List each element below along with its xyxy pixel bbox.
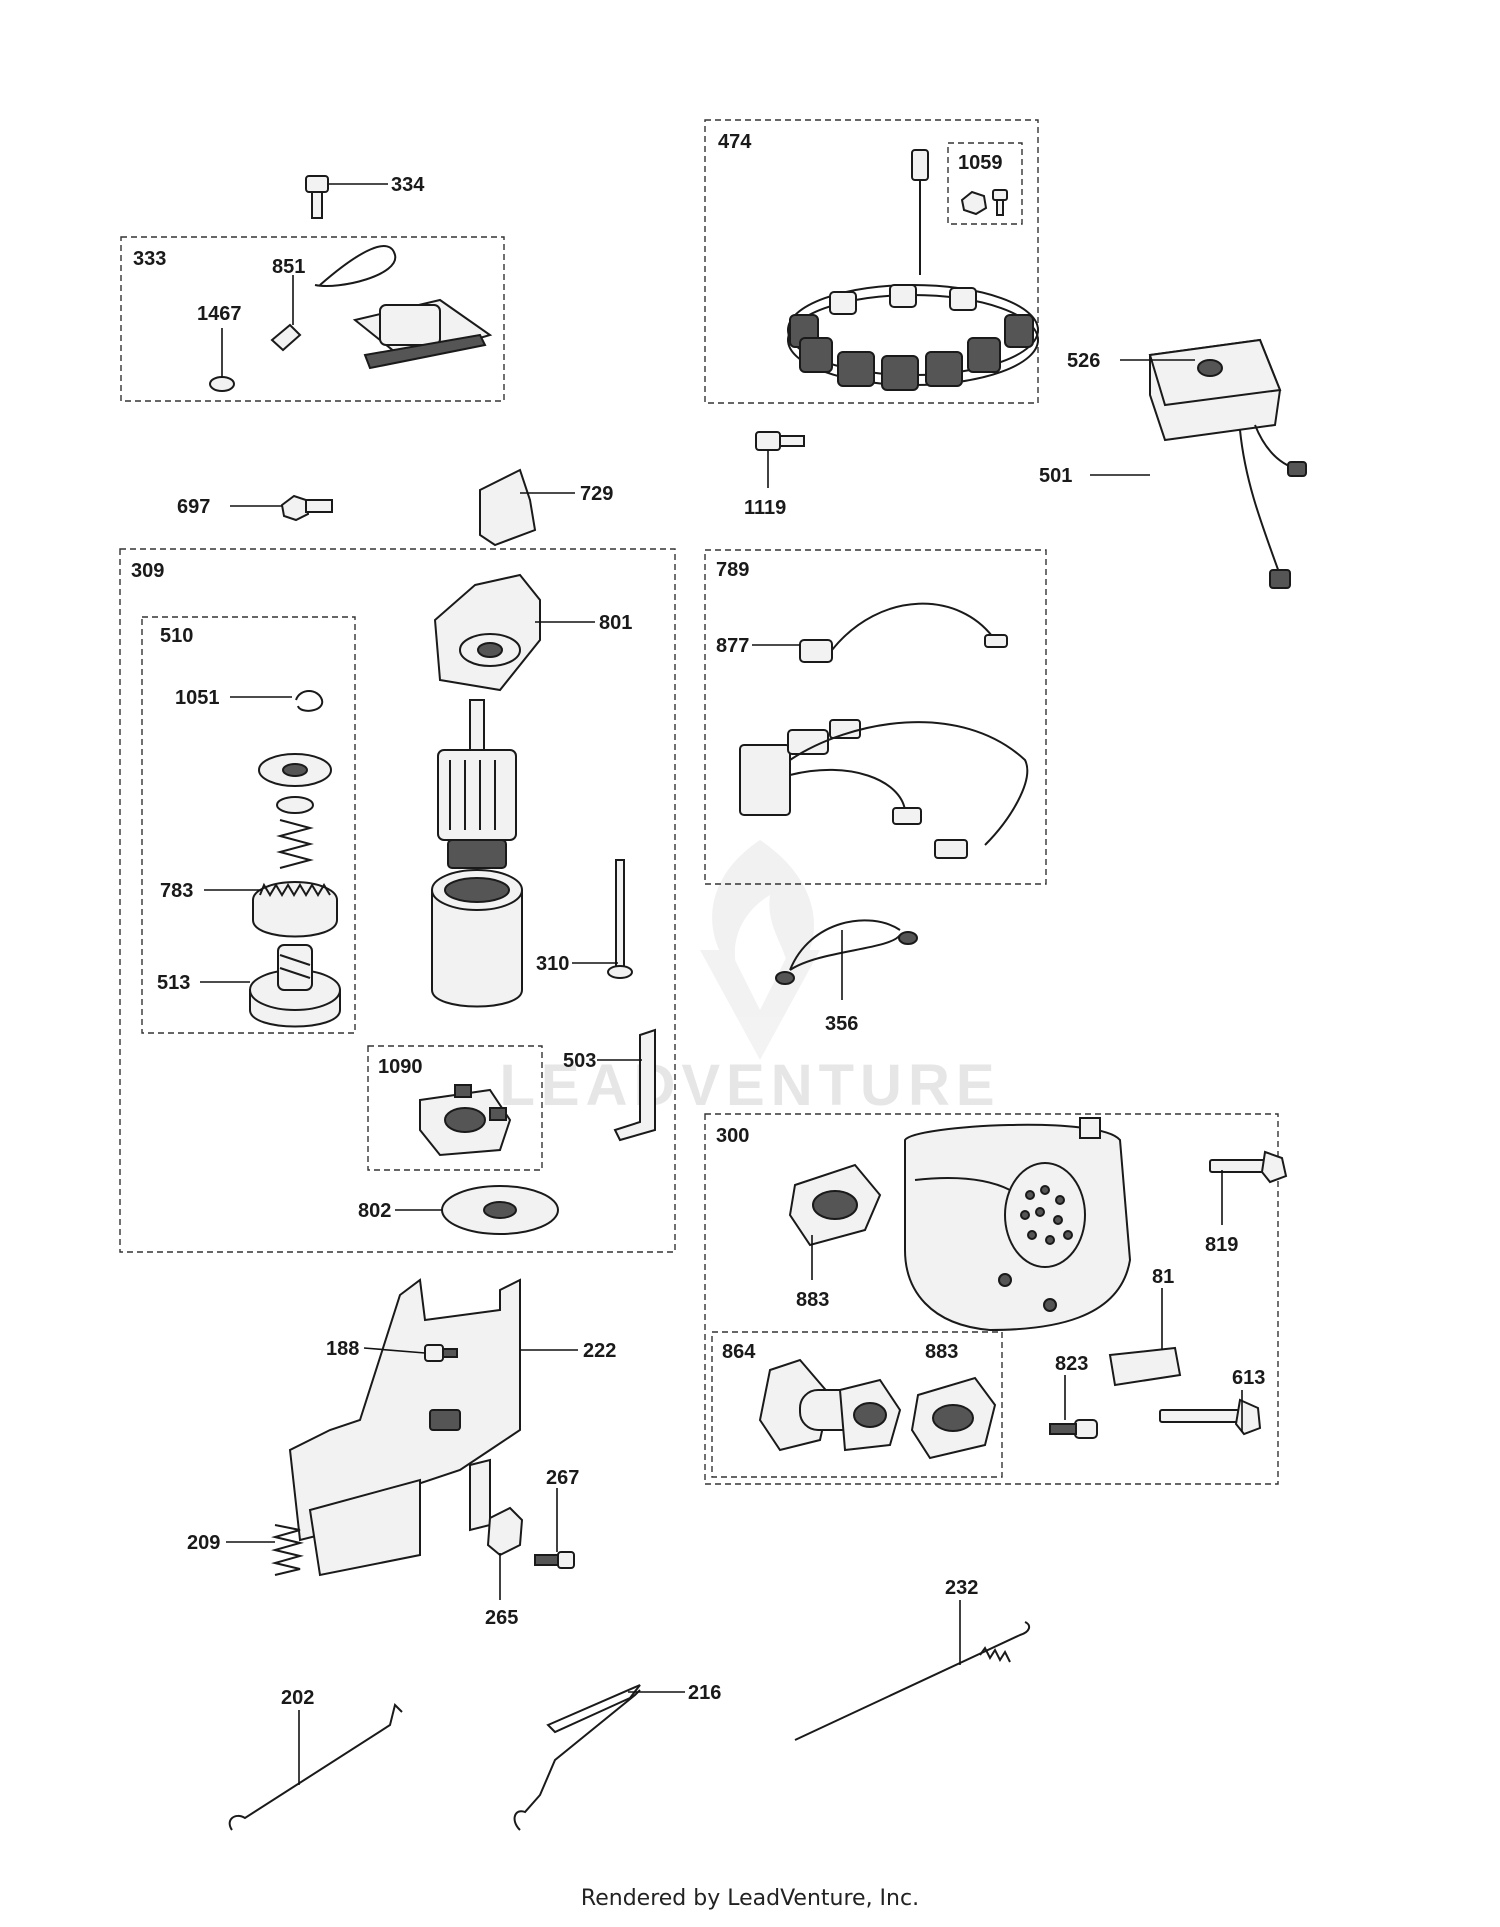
plate-802-icon: [441, 1185, 559, 1235]
part-label-216: 216: [688, 1682, 721, 1704]
watermark-text: LEADVENTURE: [499, 1053, 1000, 1118]
group-label-474: 474: [718, 131, 752, 153]
brush-holder-1090-icon: [419, 1084, 512, 1157]
group-label-309: 309: [131, 560, 164, 582]
group-box-1090: [367, 1045, 543, 1171]
part-label-81: 81: [1152, 1266, 1174, 1288]
part-label-883-upper: 883: [796, 1289, 829, 1311]
governor-link-232-icon: [794, 1621, 1031, 1741]
part-label-513: 513: [157, 972, 190, 994]
bolt-334-icon: [305, 175, 329, 219]
part-label-1467: 1467: [197, 303, 242, 325]
part-label-310: 310: [536, 953, 569, 975]
muffler-300-icon: [904, 1117, 1132, 1332]
part-label-783: 783: [160, 880, 193, 902]
pinion-gear-783-icon: [252, 881, 338, 938]
spring-icon: [276, 819, 314, 869]
retaining-ring-1051-icon: [295, 690, 324, 712]
rod-216-icon: [513, 1684, 641, 1831]
part-label-802: 802: [358, 1200, 391, 1222]
part-label-202: 202: [281, 1687, 314, 1709]
part-label-877: 877: [716, 635, 749, 657]
clip-851-icon: [270, 323, 302, 352]
screw-823-icon: [1049, 1419, 1098, 1439]
part-label-851: 851: [272, 256, 305, 278]
drive-assembly-513-icon: [249, 944, 341, 1028]
washer-icon: [276, 796, 314, 814]
group-label-1090: 1090: [378, 1056, 423, 1078]
stop-collar-icon: [258, 753, 332, 787]
ground-wire-356-icon: [775, 919, 918, 985]
ignition-coil-333-icon: [314, 245, 493, 370]
part-label-188: 188: [326, 1338, 359, 1360]
wire-harness-789-icon: [739, 602, 1029, 859]
spring-209-icon: [271, 1524, 304, 1576]
group-label-333: 333: [133, 248, 166, 270]
rod-202-icon: [228, 1703, 403, 1831]
bolt-819-icon: [1209, 1150, 1288, 1184]
part-label-1119: 1119: [744, 497, 786, 519]
part-label-823: 823: [1055, 1353, 1088, 1375]
group-label-789: 789: [716, 559, 749, 581]
part-label-883-lower: 883: [925, 1341, 958, 1363]
part-label-267: 267: [546, 1467, 579, 1489]
end-plate-801-icon: [433, 573, 541, 692]
control-bracket-222-icon: [288, 1278, 521, 1577]
bolt-697-icon: [280, 494, 333, 522]
armature-icon: [437, 699, 517, 869]
part-label-501: 501: [1039, 465, 1072, 487]
group-label-1059: 1059: [958, 152, 1003, 174]
leader-188: [363, 1347, 426, 1354]
block-265-icon: [486, 1506, 524, 1557]
washer-1467-icon: [209, 376, 235, 392]
gasket-883-upper-icon: [788, 1163, 882, 1247]
screw-267-icon: [534, 1551, 575, 1569]
part-label-1051: 1051: [175, 687, 220, 709]
group-box-474: [704, 119, 1039, 404]
pin-613-icon: [1159, 1398, 1262, 1436]
part-label-356: 356: [825, 1013, 858, 1035]
part-label-526: 526: [1067, 350, 1100, 372]
gasket-883-lower-icon: [910, 1376, 997, 1460]
bolt-1119-icon: [755, 431, 805, 451]
part-label-697: 697: [177, 496, 210, 518]
group-label-864: 864: [722, 1341, 756, 1363]
bracket-503-icon: [613, 1028, 656, 1142]
footer-credit: Rendered by LeadVenture, Inc.: [581, 1886, 919, 1911]
bracket-729-icon: [479, 468, 537, 547]
starter-housing-icon: [431, 869, 523, 1008]
heat-shield-81-icon: [1108, 1346, 1182, 1387]
group-box-510: [141, 616, 356, 1034]
alternator-stator-474-icon: [787, 149, 1039, 391]
group-box-309: [119, 548, 676, 1253]
through-bolt-310-icon: [607, 859, 633, 979]
group-box-300: [704, 1113, 1279, 1485]
part-label-729: 729: [580, 483, 613, 505]
exhaust-pipe-864-icon: [758, 1358, 902, 1452]
part-label-801: 801: [599, 612, 632, 634]
part-label-334: 334: [391, 174, 425, 196]
group-box-864: [711, 1331, 1003, 1478]
part-label-819: 819: [1205, 1234, 1238, 1256]
group-box-789: [704, 549, 1047, 885]
part-label-613: 613: [1232, 1367, 1265, 1389]
group-label-300: 300: [716, 1125, 749, 1147]
part-label-209: 209: [187, 1532, 220, 1554]
part-label-265: 265: [485, 1607, 518, 1629]
part-label-503: 503: [563, 1050, 596, 1072]
part-label-232: 232: [945, 1577, 978, 1599]
hardware-1059-icon: [960, 189, 1008, 216]
group-box-1059: [947, 142, 1023, 225]
group-label-510: 510: [160, 625, 193, 647]
regulator-501-icon: [1148, 338, 1307, 589]
group-box-333: [120, 236, 505, 402]
part-label-222: 222: [583, 1340, 616, 1362]
